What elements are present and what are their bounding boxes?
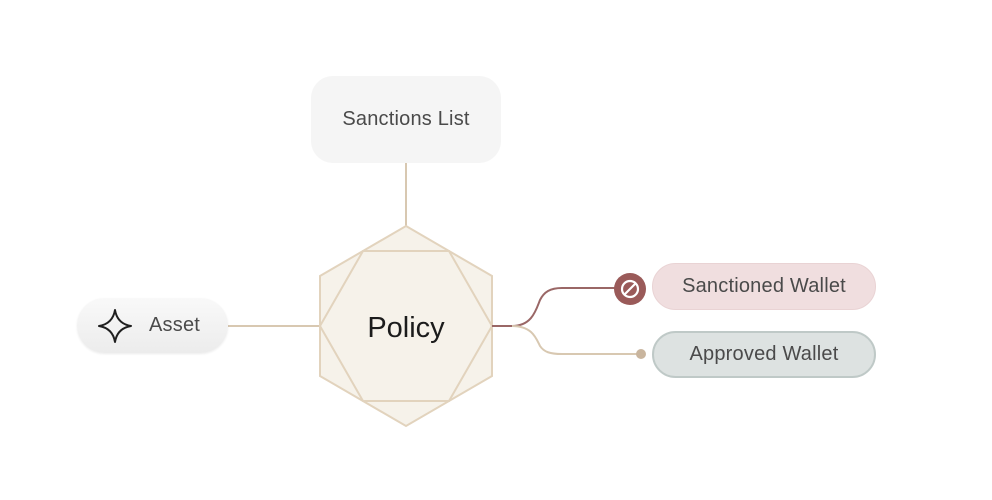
sanctions-list-label: Sanctions List bbox=[342, 108, 470, 130]
approved-wallet-node[interactable]: Approved Wallet bbox=[652, 331, 876, 378]
sanctioned-wallet-label: Sanctioned Wallet bbox=[682, 275, 846, 297]
connector-policy-sanctioned bbox=[492, 287, 616, 327]
policy-label: Policy bbox=[367, 311, 445, 344]
sanctioned-wallet-node[interactable]: Sanctioned Wallet bbox=[652, 263, 876, 310]
block-icon bbox=[614, 273, 646, 305]
approved-endpoint-dot bbox=[636, 349, 646, 359]
asset-node[interactable]: Asset bbox=[77, 298, 228, 353]
asset-label: Asset bbox=[149, 314, 201, 336]
connector-policy-approved bbox=[511, 325, 640, 355]
sparkle-icon bbox=[97, 308, 133, 344]
policy-hexagon bbox=[318, 224, 494, 428]
sanctions-list-node[interactable]: Sanctions List bbox=[311, 76, 501, 163]
approved-wallet-label: Approved Wallet bbox=[689, 343, 839, 365]
